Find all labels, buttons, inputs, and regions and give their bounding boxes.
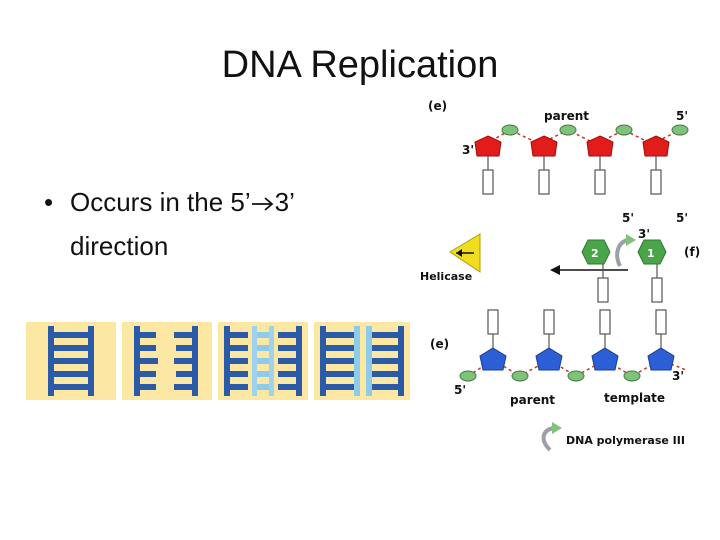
- primer-2: 2: [581, 239, 611, 265]
- top-bases: [482, 156, 662, 195]
- label-3-mid: 3': [638, 227, 650, 241]
- curved-arrow-icon: [615, 238, 629, 267]
- helicase-icon: [449, 233, 481, 273]
- bullet-line-1: Occurs in the 5’ 3’: [70, 180, 295, 224]
- label-3-top: 3': [462, 143, 474, 157]
- label-f: (f): [684, 245, 700, 259]
- polymerase-legend-icon: [541, 422, 562, 452]
- label-e-top: (e): [428, 99, 447, 113]
- helicase-label: Helicase: [420, 270, 472, 283]
- bullet-line-2: direction: [70, 231, 169, 261]
- ladder-panel-4: [314, 322, 410, 400]
- ladder-panel-2: [122, 322, 212, 400]
- label-5-mid-b: 5': [676, 211, 688, 225]
- primer-1: 1: [637, 239, 667, 265]
- polymerase-label: DNA polymerase III: [566, 434, 685, 447]
- label-5-mid-a: 5': [622, 211, 634, 225]
- label-3-bottom: 3': [672, 369, 684, 383]
- bullet-text-a: Occurs in the 5’: [70, 187, 251, 217]
- bottom-blue-sugars: [479, 347, 675, 371]
- primer-2-label: 2: [591, 247, 599, 260]
- label-5-bottom: 5': [454, 383, 466, 397]
- label-parent-bottom: parent: [510, 393, 555, 407]
- top-phosphates: [501, 124, 689, 136]
- bullet-marker: •: [44, 187, 54, 217]
- primer-1-label: 1: [647, 247, 655, 260]
- ladder-panel-1: [26, 322, 116, 400]
- bullet-text-b: 3’: [274, 187, 295, 217]
- mid-bases: [597, 264, 663, 303]
- top-red-sugars: [474, 135, 670, 157]
- ladder-panel-3: [218, 322, 308, 400]
- replication-fork-diagram: (e) parent 5' 3' 5' 3' 5' (f) 2 1 Helic: [420, 99, 700, 452]
- label-parent-top: parent: [544, 109, 589, 123]
- dna-unzipping-strip: [26, 322, 410, 400]
- slide-title: DNA Replication: [221, 44, 499, 86]
- bottom-bases: [487, 309, 667, 348]
- right-arrow-icon: [251, 197, 274, 211]
- label-template: template: [604, 391, 665, 405]
- label-5-top: 5': [676, 109, 688, 123]
- label-e-bottom: (e): [430, 337, 449, 351]
- bottom-phosphates: [459, 370, 641, 382]
- fork-direction-arrow: [550, 265, 628, 275]
